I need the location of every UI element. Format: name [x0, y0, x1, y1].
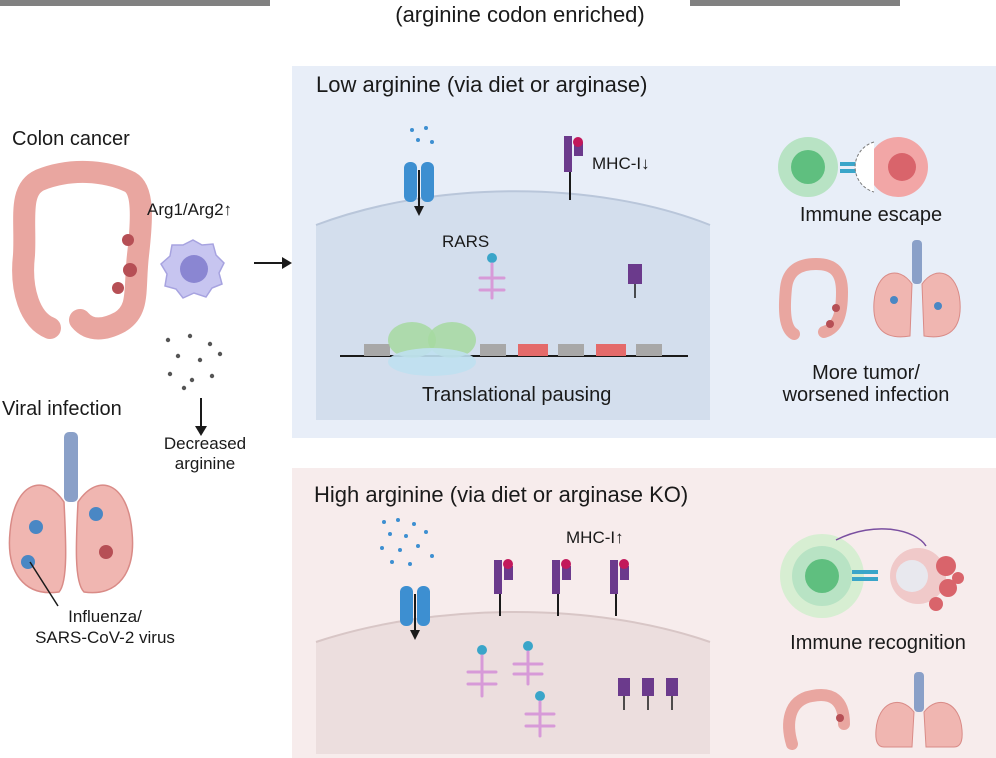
down-arrow-icon [195, 398, 207, 436]
decreased-arginine-label: Decreased arginine [163, 434, 247, 473]
header-partial-text-right [690, 0, 900, 6]
high-mhc-icon-1 [494, 559, 513, 616]
colon-cancer-label: Colon cancer [12, 128, 130, 150]
low-panel-title: Low arginine (via diet or arginase) [316, 72, 648, 97]
low-transporter-icon [404, 162, 434, 216]
low-arginine-dots [410, 126, 434, 144]
arginine-dots [165, 333, 223, 391]
high-small-mhc-icons [618, 678, 678, 710]
arg-label: Arg1/Arg2↑ [147, 200, 233, 219]
high-mhc-label: MHC-I↑ [566, 528, 624, 547]
low-cell-interior [315, 190, 711, 420]
more-tumor-label: More tumor/ worsened infection [782, 362, 950, 406]
high-arginine-dots [380, 518, 434, 566]
virus-label: Influenza/ SARS-CoV-2 virus [35, 607, 175, 647]
high-panel-title: High arginine (via diet or arginase KO) [314, 482, 689, 507]
right-arrow-icon [254, 257, 292, 269]
high-cell-interior [315, 611, 711, 754]
high-trna-icons [466, 641, 556, 738]
low-colon-icon [779, 257, 849, 340]
pausing-label: Translational pausing [422, 384, 612, 406]
immune-escape-icon [778, 137, 928, 197]
high-mhc-icon-3 [610, 559, 629, 616]
header-partial-text-left [0, 0, 270, 6]
high-colon-icon [783, 689, 850, 750]
virus-pointer-line [29, 561, 59, 607]
viral-infection-label: Viral infection [2, 398, 122, 420]
immune-recognition-icon [780, 528, 964, 618]
high-mhc-icon-2 [552, 559, 571, 616]
colon-illustration [12, 161, 152, 340]
high-lungs-icon [875, 672, 963, 748]
low-trna-icon [478, 253, 506, 300]
low-mhc-label: MHC-I↓ [592, 154, 650, 173]
low-mhc-icon [564, 136, 583, 200]
high-transporter-icon [400, 586, 430, 640]
low-lungs-icon [873, 240, 961, 338]
header-subtitle: (arginine codon enriched) [395, 2, 645, 27]
low-small-mhc-icon [628, 264, 642, 298]
immune-recognition-label: Immune recognition [790, 632, 966, 654]
rars-label: RARS [442, 232, 490, 251]
immune-escape-label: Immune escape [799, 204, 943, 226]
low-ribosome-icon [340, 322, 688, 376]
myeloid-cell-icon [160, 239, 225, 299]
lungs-illustration [8, 432, 134, 594]
